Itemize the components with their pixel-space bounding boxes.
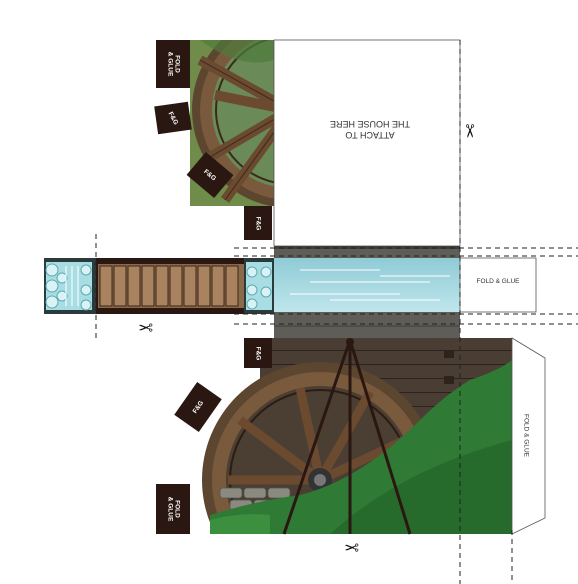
bottom-fg-tab-1: F&G: [244, 338, 272, 368]
attach-panel: [273, 39, 461, 247]
top-fg-tab-3: F&G: [244, 206, 272, 240]
side-fold-glue-label: FOLD & GLUE: [522, 414, 530, 457]
scissors-icon: ✂: [459, 123, 480, 139]
top-wheel-panel: [190, 40, 274, 206]
scissors-icon: ✂: [138, 317, 154, 337]
scissors-icon: ✂: [344, 537, 360, 557]
top-fg-tab-1: F&G: [154, 101, 192, 135]
bottom-wheel-panel: [202, 338, 512, 535]
top-fold-glue-tab: FOLD & GLUE: [156, 40, 190, 88]
fold-guides: [95, 40, 578, 584]
attach-label: ATTACH TO THE HOUSE HERE: [330, 119, 411, 140]
water-channel-strip: [44, 257, 537, 314]
middle-fold-glue-label: FOLD & GLUE: [476, 278, 520, 285]
side-glue-flap: [511, 337, 546, 535]
bottom-fold-glue-tab: FOLD & GLUE: [156, 484, 190, 534]
